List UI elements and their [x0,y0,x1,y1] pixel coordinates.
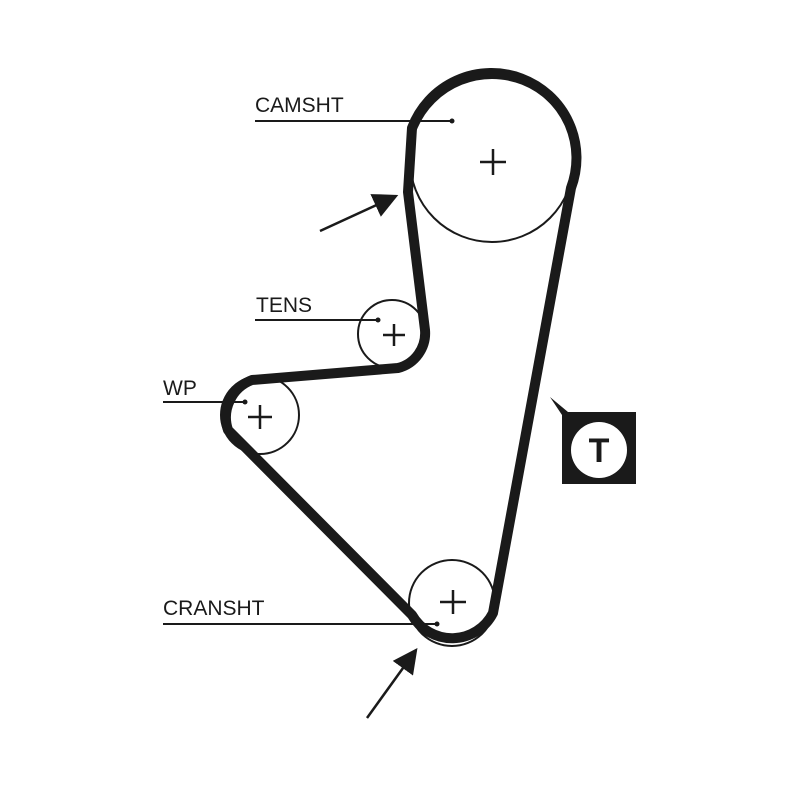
water-pump-label: WP [163,377,197,400]
tension-point-marker: T [550,397,636,484]
camshaft-label: CAMSHT [255,94,344,117]
rotation-arrow-upper [319,194,399,233]
rotation-arrow-lower [365,647,418,719]
tensioner-label: TENS [256,294,312,317]
timing-belt [221,68,582,644]
crankshaft-center-icon [440,590,466,614]
tension-letter: T [589,432,610,470]
camshaft-center-icon [480,149,506,175]
tensioner-center-icon [383,324,405,346]
water-pump-center-icon [248,405,272,429]
arrow-icon [365,647,418,719]
arrow-icon [319,194,399,233]
crankshaft-label: CRANSHT [163,597,265,620]
label-leaders [163,118,455,627]
